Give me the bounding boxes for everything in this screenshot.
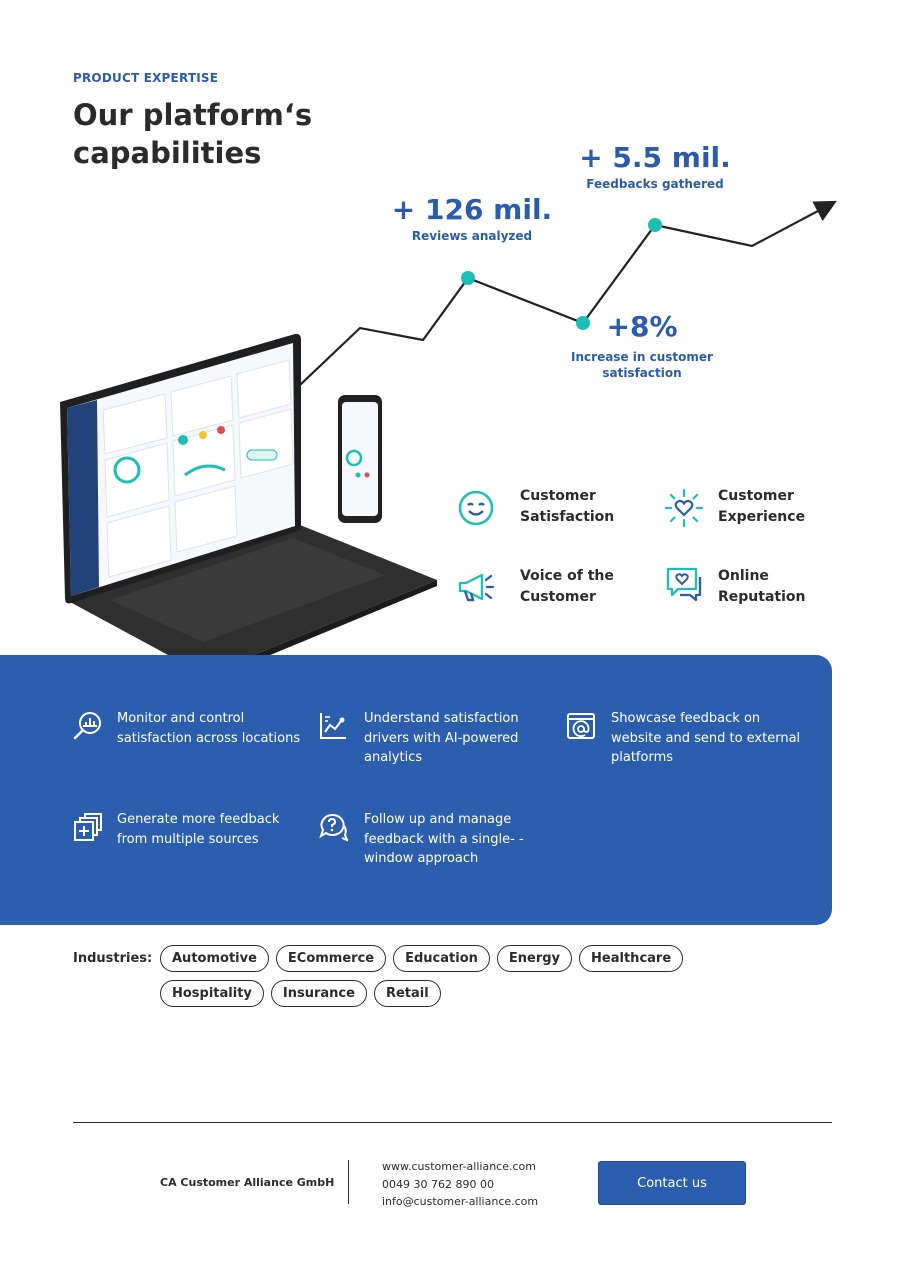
stat-value: + 5.5 mil. <box>579 141 731 174</box>
feature-text: Monitor and control satisfaction across … <box>117 711 301 746</box>
feature-text: Follow up and manage feedback with a sin… <box>364 812 524 866</box>
stat-satisfaction: +8% Increase in customer satisfaction <box>560 310 724 381</box>
capability-label: Customer Experience <box>718 488 806 525</box>
capability-label: Online Reputation <box>718 568 806 605</box>
features-band <box>0 655 832 925</box>
footer-vertical-divider <box>348 1160 349 1204</box>
industry-chip[interactable]: Hospitality <box>160 980 264 1007</box>
stat-label: Feedbacks gathered <box>586 177 724 191</box>
feature-text: Understand satisfaction drivers with AI-… <box>364 711 519 765</box>
sparkle-heart-icon <box>664 488 704 528</box>
section-eyebrow: PRODUCT EXPERTISE <box>73 71 219 85</box>
contact-details: www.customer-alliance.com 0049 30 762 89… <box>382 1158 538 1211</box>
growth-line-illustration <box>299 200 837 386</box>
capability-online-reputation <box>664 565 704 609</box>
laptop-phone-mockup-illustration <box>60 333 437 685</box>
line-chart-icon <box>320 713 346 739</box>
company-name: CA Customer Alliance GmbH <box>160 1176 335 1189</box>
phone-number: 0049 30 762 890 00 <box>382 1177 494 1191</box>
capability-voice-of-the-customer <box>456 567 496 611</box>
industries-chip-list: Automotive ECommerce Education Energy He… <box>160 945 760 1007</box>
growth-marker <box>576 316 590 330</box>
growth-marker <box>461 271 475 285</box>
industry-chip[interactable]: ECommerce <box>275 945 387 972</box>
megaphone-icon <box>458 573 495 602</box>
capability-customer-experience <box>664 488 704 532</box>
stat-label: Reviews analyzed <box>411 229 533 243</box>
stat-value: +8% <box>606 310 678 343</box>
industry-chip[interactable]: Insurance <box>270 980 367 1007</box>
industries-label: Industries: <box>73 951 153 966</box>
page-title: Our platform‘s capabilities <box>73 98 313 170</box>
stat-reviews: + 126 mil. Reviews analyzed <box>380 193 564 244</box>
industry-chip[interactable]: Education <box>393 945 490 972</box>
chat-heart-icon <box>666 567 702 602</box>
magnifier-chart-icon <box>73 712 101 740</box>
feature-text: Generate more feedback from multiple sou… <box>117 812 280 847</box>
email-link[interactable]: info@customer-alliance.com <box>382 1195 539 1208</box>
capability-label: Customer Satisfaction <box>520 488 615 525</box>
website-link[interactable]: www.customer-alliance.com <box>382 1160 536 1173</box>
industry-chip[interactable]: Energy <box>496 945 573 972</box>
stat-feedbacks: + 5.5 mil. Feedbacks gathered <box>563 141 747 192</box>
industry-chip[interactable]: Automotive <box>160 945 269 972</box>
stacked-plus-icon <box>74 813 102 841</box>
contact-us-button[interactable]: Contact us <box>598 1161 746 1205</box>
growth-marker <box>648 218 662 232</box>
smiley-face-icon <box>458 490 494 526</box>
growth-line <box>299 200 837 386</box>
stat-value: + 126 mil. <box>391 193 553 226</box>
capability-customer-satisfaction <box>456 488 496 532</box>
footer-divider <box>73 1122 832 1123</box>
industry-chip[interactable]: Retail <box>373 980 441 1007</box>
stat-label: Increase in customer satisfaction <box>571 350 713 380</box>
feature-text: Showcase feedback on website and send to… <box>611 711 801 765</box>
question-chat-icon <box>319 813 348 842</box>
browser-at-icon <box>567 713 595 739</box>
industry-chip[interactable]: Healthcare <box>579 945 684 972</box>
capability-label: Voice of the Customer <box>520 568 614 605</box>
